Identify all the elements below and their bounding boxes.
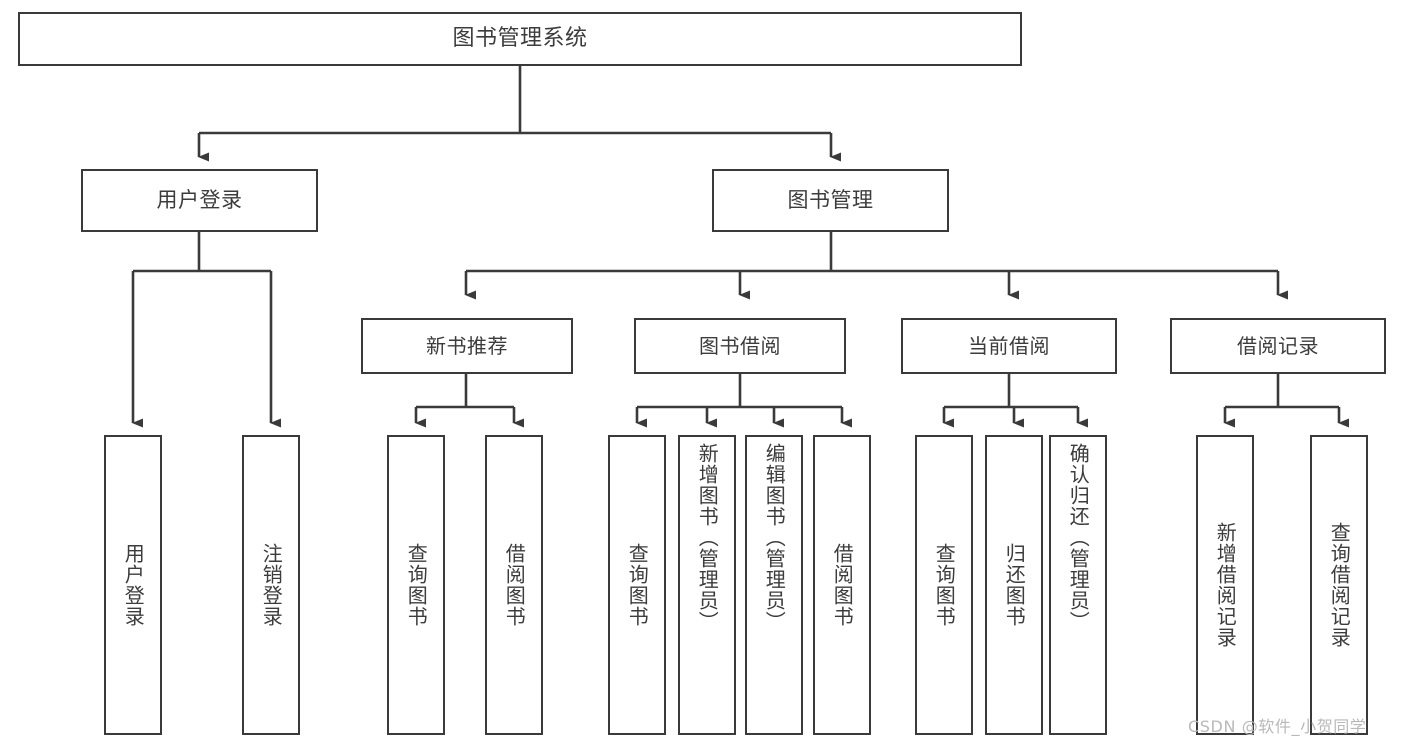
node-book-management[interactable]: 图书管理 bbox=[712, 169, 949, 232]
node-label: 图书管理系统 bbox=[452, 25, 588, 51]
node-label: 归还图书 bbox=[1002, 543, 1027, 627]
node-root-book-management-system[interactable]: 图书管理系统 bbox=[18, 12, 1022, 66]
node-label: 图书管理 bbox=[787, 187, 874, 212]
node-label: 编辑图书（管理员） bbox=[762, 443, 787, 632]
node-label: 借阅图书 bbox=[502, 543, 527, 627]
node-label: 用户登录 bbox=[156, 187, 243, 212]
node-label: 确认归还（管理员） bbox=[1066, 443, 1091, 632]
node-leaf-query-book-3[interactable]: 查询图书 bbox=[915, 435, 973, 735]
node-label: 借阅图书 bbox=[830, 543, 855, 627]
node-leaf-query-borrow-record[interactable]: 查询借阅记录 bbox=[1310, 435, 1368, 735]
node-label: 新增借阅记录 bbox=[1213, 522, 1238, 648]
node-label: 查询图书 bbox=[625, 543, 650, 627]
node-leaf-query-book-1[interactable]: 查询图书 bbox=[387, 435, 445, 735]
node-label: 查询图书 bbox=[932, 543, 957, 627]
node-book-borrowing[interactable]: 图书借阅 bbox=[634, 318, 846, 374]
node-label: 查询借阅记录 bbox=[1327, 522, 1352, 648]
node-current-borrowing[interactable]: 当前借阅 bbox=[901, 318, 1117, 374]
node-leaf-borrow-book-2[interactable]: 借阅图书 bbox=[813, 435, 871, 735]
node-label: 用户登录 bbox=[121, 543, 146, 627]
node-leaf-add-borrow-record[interactable]: 新增借阅记录 bbox=[1196, 435, 1254, 735]
node-leaf-logout-login[interactable]: 注销登录 bbox=[242, 435, 300, 735]
node-leaf-confirm-return-admin[interactable]: 确认归还（管理员） bbox=[1049, 435, 1107, 735]
node-label: 注销登录 bbox=[259, 543, 284, 627]
watermark-text: CSDN @软件_小贺同学 bbox=[1188, 717, 1367, 736]
node-leaf-edit-book-admin[interactable]: 编辑图书（管理员） bbox=[745, 435, 803, 735]
node-borrowing-records[interactable]: 借阅记录 bbox=[1170, 318, 1386, 374]
node-leaf-query-book-2[interactable]: 查询图书 bbox=[608, 435, 666, 735]
node-leaf-user-login[interactable]: 用户登录 bbox=[104, 435, 162, 735]
node-label: 新增图书（管理员） bbox=[695, 443, 720, 632]
node-label: 查询图书 bbox=[404, 543, 429, 627]
node-label: 借阅记录 bbox=[1237, 333, 1319, 358]
node-leaf-return-book[interactable]: 归还图书 bbox=[985, 435, 1043, 735]
node-user-login[interactable]: 用户登录 bbox=[81, 169, 318, 232]
node-leaf-borrow-book-1[interactable]: 借阅图书 bbox=[485, 435, 543, 735]
node-leaf-add-book-admin[interactable]: 新增图书（管理员） bbox=[678, 435, 736, 735]
node-new-book-recommendation[interactable]: 新书推荐 bbox=[361, 318, 573, 374]
node-label: 当前借阅 bbox=[968, 333, 1050, 358]
node-label: 新书推荐 bbox=[426, 333, 508, 358]
node-label: 图书借阅 bbox=[699, 333, 781, 358]
